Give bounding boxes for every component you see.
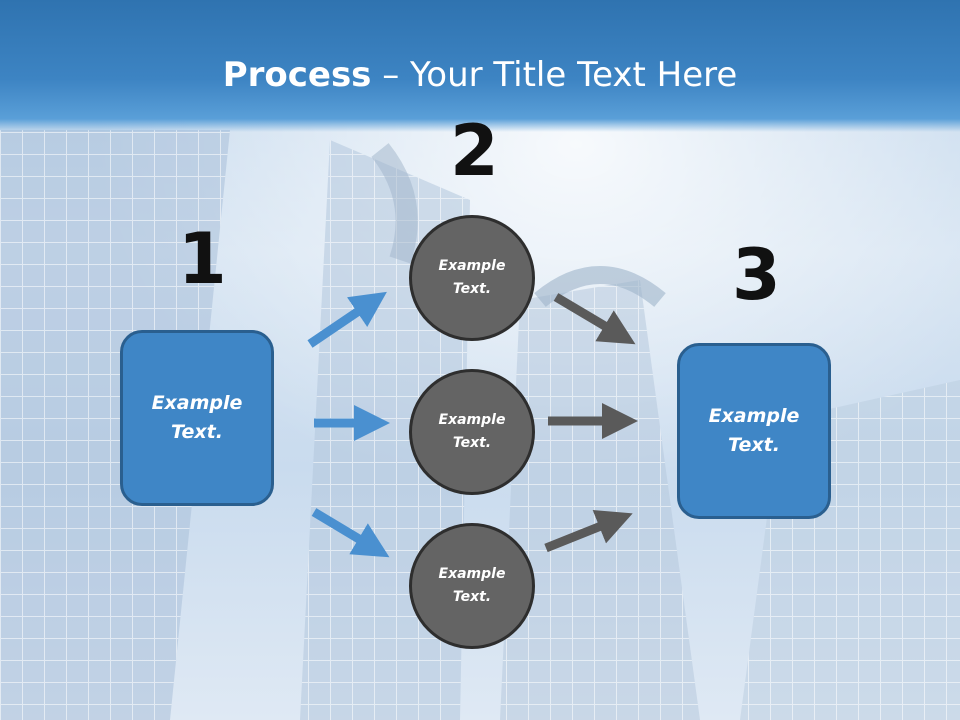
title-bold-word: Process bbox=[222, 55, 372, 95]
slide-title: Process – Your Title Text Here bbox=[0, 52, 960, 98]
circle-top-label: Example Text. bbox=[438, 258, 506, 297]
step-3-box[interactable]: Example Text. bbox=[677, 343, 831, 519]
step-2-number: 2 bbox=[450, 110, 499, 192]
blue-arrow-up bbox=[307, 291, 387, 348]
blue-arrow-down bbox=[311, 508, 390, 558]
circle-bottom-label: Example Text. bbox=[438, 566, 506, 605]
step-3-number: 3 bbox=[732, 234, 781, 316]
step-3-label: Example Text. bbox=[708, 405, 800, 456]
title-bar bbox=[0, 0, 960, 132]
circle-bottom[interactable]: Example Text. bbox=[409, 523, 535, 649]
title-rest: – Your Title Text Here bbox=[371, 55, 738, 95]
circle-top[interactable]: Example Text. bbox=[409, 215, 535, 341]
circle-middle[interactable]: Example Text. bbox=[409, 369, 535, 495]
step-1-label: Example Text. bbox=[151, 392, 243, 443]
step-1-number: 1 bbox=[178, 218, 227, 300]
gray-arrow-down bbox=[553, 293, 636, 345]
circle-middle-label: Example Text. bbox=[438, 412, 506, 451]
gray-arrow-up bbox=[544, 509, 633, 553]
step-1-box[interactable]: Example Text. bbox=[120, 330, 274, 506]
